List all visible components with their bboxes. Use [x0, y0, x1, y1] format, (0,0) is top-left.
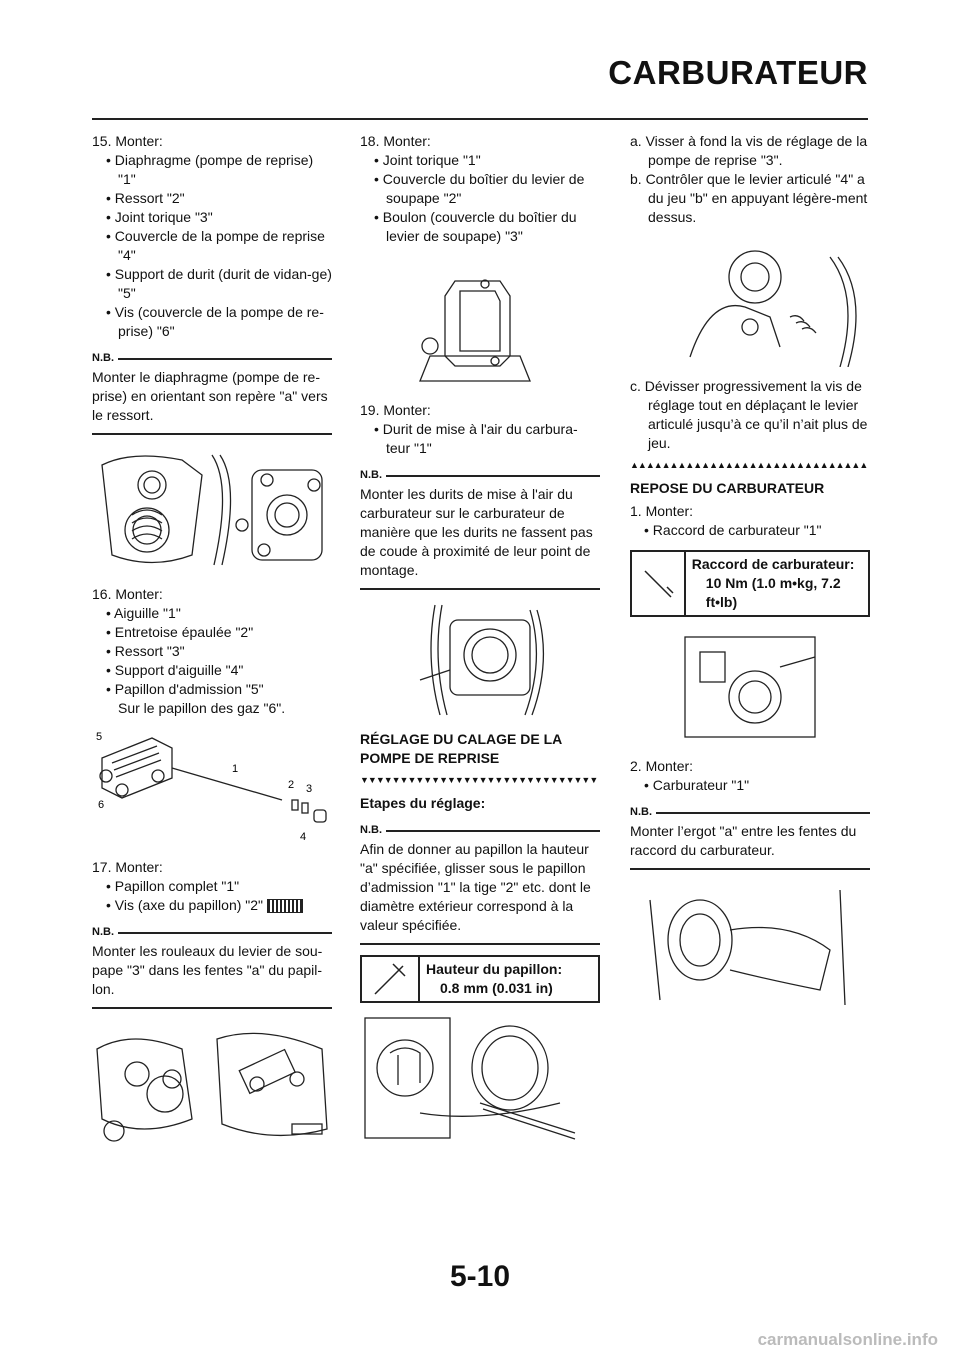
step-19-title: 19. Monter:	[360, 402, 431, 418]
figure-carb-install	[649, 889, 846, 1006]
note-text: Monter les rouleaux du levier de sou-pap…	[92, 942, 332, 1009]
note-heading: N.B.	[360, 821, 600, 840]
list-item: • Entretoise épaulée "2"	[106, 624, 254, 640]
header-rule	[92, 118, 868, 120]
step-16-extra: Sur le papillon des gaz "6".	[118, 700, 286, 716]
step-a: a. Visser à fond la vis de réglage de la…	[630, 133, 868, 168]
column-1: 15. Monter: • Diaphragme (pompe de repri…	[92, 132, 332, 1159]
figure-valve-lever	[96, 1032, 328, 1142]
column-3: a. Visser à fond la vis de réglage de la…	[630, 132, 870, 1020]
note-text: Monter le diaphragme (pompe de re-prise)…	[92, 368, 332, 435]
list-item: • Vis (couvercle de la pompe de re-prise…	[106, 304, 324, 339]
page-header-title: CARBURATEUR	[608, 54, 868, 91]
list-item: • Diaphragme (pompe de reprise) "1"	[106, 152, 314, 187]
figure-carb-joint	[684, 636, 816, 738]
list-item: • Couvercle de la pompe de reprise "4"	[106, 228, 325, 263]
figure-adjust-screw	[689, 250, 857, 367]
note-heading: N.B.	[92, 349, 332, 368]
page-number: 5-10	[449, 1260, 511, 1293]
spec-value: 0.8 mm (0.031 in)	[440, 980, 553, 996]
list-item: • Joint torique "3"	[106, 209, 213, 225]
step-17-title: 17. Monter:	[92, 859, 163, 875]
section-heading-install: REPOSE DU CARBURATEUR	[630, 480, 825, 496]
list-item: • Ressort "2"	[106, 190, 185, 206]
subheading-steps: Etapes du réglage:	[360, 795, 486, 811]
list-item: • Raccord de carburateur "1"	[644, 522, 822, 538]
column-2: 18. Monter: • Joint torique "1" • Couver…	[360, 132, 600, 1153]
figure-accelerator-pump	[101, 454, 323, 566]
spec-box-joint-torque: Raccord de carburateur: 10 Nm (1.0 m•kg,…	[630, 550, 870, 617]
svg-text:3: 3	[306, 783, 312, 795]
figure-throttle-height	[364, 1017, 576, 1140]
list-item: • Couvercle du boîtier du levier de soup…	[374, 171, 585, 206]
watermark: carmanualsonline.info	[757, 1330, 938, 1349]
svg-text:2: 2	[288, 779, 294, 791]
step-18-title: 18. Monter:	[360, 133, 431, 149]
step-c: c. Dévisser progressivement la vis de ré…	[630, 378, 868, 451]
note-heading: N.B.	[92, 923, 332, 942]
step-15-title: 15. Monter:	[92, 133, 163, 149]
note-heading: N.B.	[360, 466, 600, 485]
list-item: • Durit de mise à l'air du carbura-teur …	[374, 421, 578, 456]
list-item: • Support de durit (durit de vidan-ge) "…	[106, 266, 332, 301]
note-heading: N.B.	[630, 803, 870, 822]
note-text: Afin de donner au papillon la hauteur "a…	[360, 840, 600, 945]
list-item: • Boulon (couvercle du boîtier du levier…	[374, 209, 577, 244]
spec-value: 10 Nm (1.0 m•kg, 7.2 ft•lb)	[705, 575, 841, 610]
list-item: • Aiguille "1"	[106, 605, 181, 621]
caliper-icon	[362, 957, 420, 1001]
svg-text:4: 4	[300, 831, 306, 843]
section-heading-pump-timing: RÉGLAGE DU CALAGE DE LA POMPE DE REPRISE	[360, 731, 562, 766]
list-item: • Papillon d'admission "5"	[106, 681, 264, 697]
list-item: • Vis (axe du papillon) "2"	[92, 896, 332, 915]
list-item: • Ressort "3"	[106, 643, 185, 659]
step-1-title: 1. Monter:	[630, 503, 694, 519]
list-item: • Joint torique "1"	[374, 152, 481, 168]
list-item: • Carburateur "1"	[644, 777, 750, 793]
spec-box-throttle-height: Hauteur du papillon: 0.8 mm (0.031 in)	[360, 955, 600, 1003]
spec-label: Raccord de carburateur:	[691, 556, 855, 572]
figure-lever-cover	[419, 279, 531, 382]
svg-text:1: 1	[232, 763, 238, 775]
step-2-title: 2. Monter:	[630, 758, 694, 774]
note-text: Monter les durits de mise à l'air du car…	[360, 485, 600, 590]
svg-text:6: 6	[98, 799, 104, 811]
note-text: Monter l’ergot "a" entre les fentes du r…	[630, 822, 870, 870]
figure-vent-hoses	[419, 604, 545, 716]
step-16-title: 16. Monter:	[92, 586, 163, 602]
torque-wrench-icon	[632, 552, 686, 615]
step-b: b. Contrôler que le levier articulé "4" …	[630, 171, 868, 225]
screw-lock-icon	[266, 899, 303, 914]
svg-text:5: 5	[96, 731, 102, 743]
section-divider: ▲▲▲▲▲▲▲▲▲▲▲▲▲▲▲▲▲▲▲▲▲▲▲▲▲▲▲▲▲▲	[630, 460, 868, 470]
list-item: • Papillon complet "1"	[106, 878, 240, 894]
spec-label: Hauteur du papillon:	[426, 961, 563, 977]
list-item: • Support d'aiguille "4"	[106, 662, 244, 678]
section-divider: ▼▼▼▼▼▼▼▼▼▼▼▼▼▼▼▼▼▼▼▼▼▼▼▼▼▼▼▼▼▼	[360, 775, 598, 785]
figure-needle-assembly: 5 1 2 3 6 4	[96, 731, 327, 843]
